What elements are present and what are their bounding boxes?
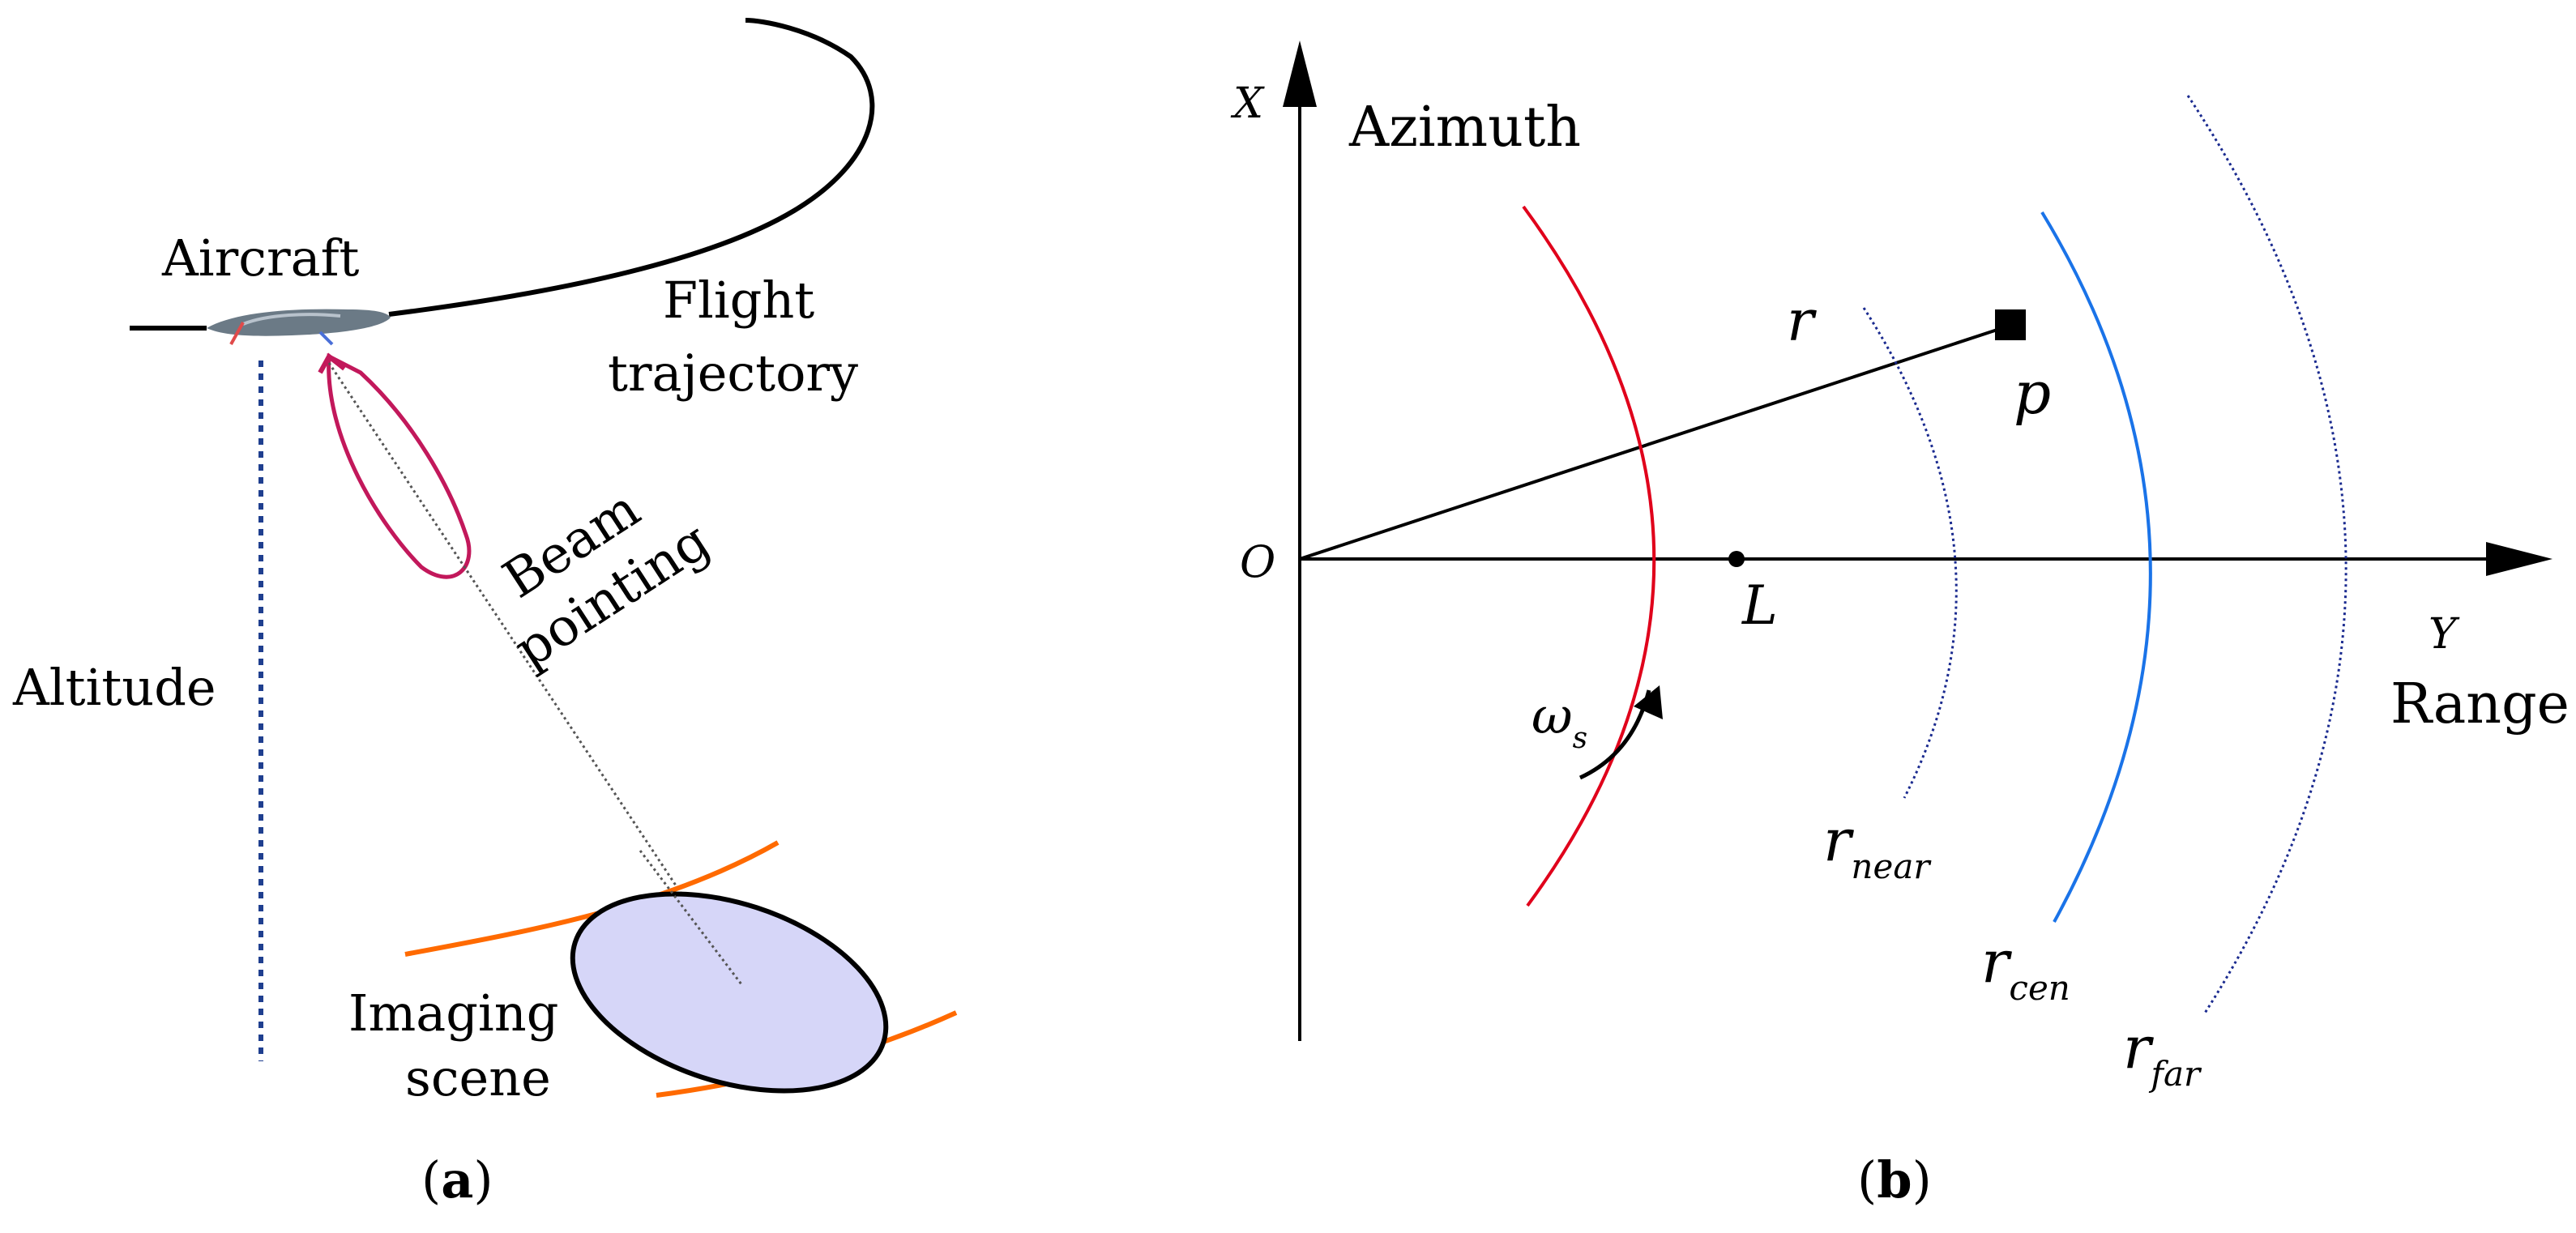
- rotation-arrowhead: [1634, 685, 1663, 719]
- point-p-label: p: [2014, 359, 2051, 427]
- omega-label: ωs: [1532, 686, 1587, 755]
- point-p-marker: [1995, 309, 2026, 340]
- azimuth-label: Azimuth: [1348, 96, 1581, 160]
- point-L-marker: [1728, 551, 1745, 567]
- r-near-label: rnear: [1823, 806, 1932, 886]
- y-axis-arrowhead: [2486, 542, 2553, 576]
- origin-label: O: [1240, 536, 1275, 587]
- flight-label-line1: Flight: [663, 271, 814, 330]
- flight-label-line2: trajectory: [608, 343, 858, 403]
- flight-trajectory-curve: [130, 18, 875, 331]
- range-label: Range: [2390, 672, 2570, 736]
- range-vector-line: [1299, 324, 2010, 561]
- center-range-arc: [2040, 211, 2152, 923]
- imaging-scene-ellipse: [570, 891, 889, 1094]
- near-range-arc: [1862, 307, 1958, 799]
- x-axis-symbol: X: [1230, 79, 1265, 128]
- aircraft-label: Aircraft: [161, 228, 360, 288]
- beam-lobe: [318, 352, 472, 579]
- y-axis-symbol: Y: [2429, 610, 2460, 659]
- panel-b: X Azimuth O L r p Y Range ωs rnear rcen …: [1230, 41, 2570, 1210]
- range-r-label: r: [1787, 288, 1817, 354]
- panel-a: Aircraft Flight trajectory Beam pointing…: [12, 18, 958, 1210]
- far-range-arc: [2186, 95, 2347, 1015]
- point-L-label: L: [1741, 574, 1778, 637]
- r-cen-label: rcen: [1981, 928, 2070, 1008]
- caption-b: (b): [1857, 1150, 1932, 1210]
- imaging-label-line1: Imaging: [348, 983, 558, 1043]
- aircraft-icon: [207, 309, 391, 346]
- altitude-label: Altitude: [12, 658, 216, 717]
- scan-arc: [1522, 205, 1656, 907]
- imaging-label-line2: scene: [405, 1048, 551, 1107]
- x-axis-arrowhead: [1283, 41, 1317, 107]
- caption-a: (a): [421, 1150, 493, 1210]
- r-far-label: rfar: [2123, 1013, 2202, 1094]
